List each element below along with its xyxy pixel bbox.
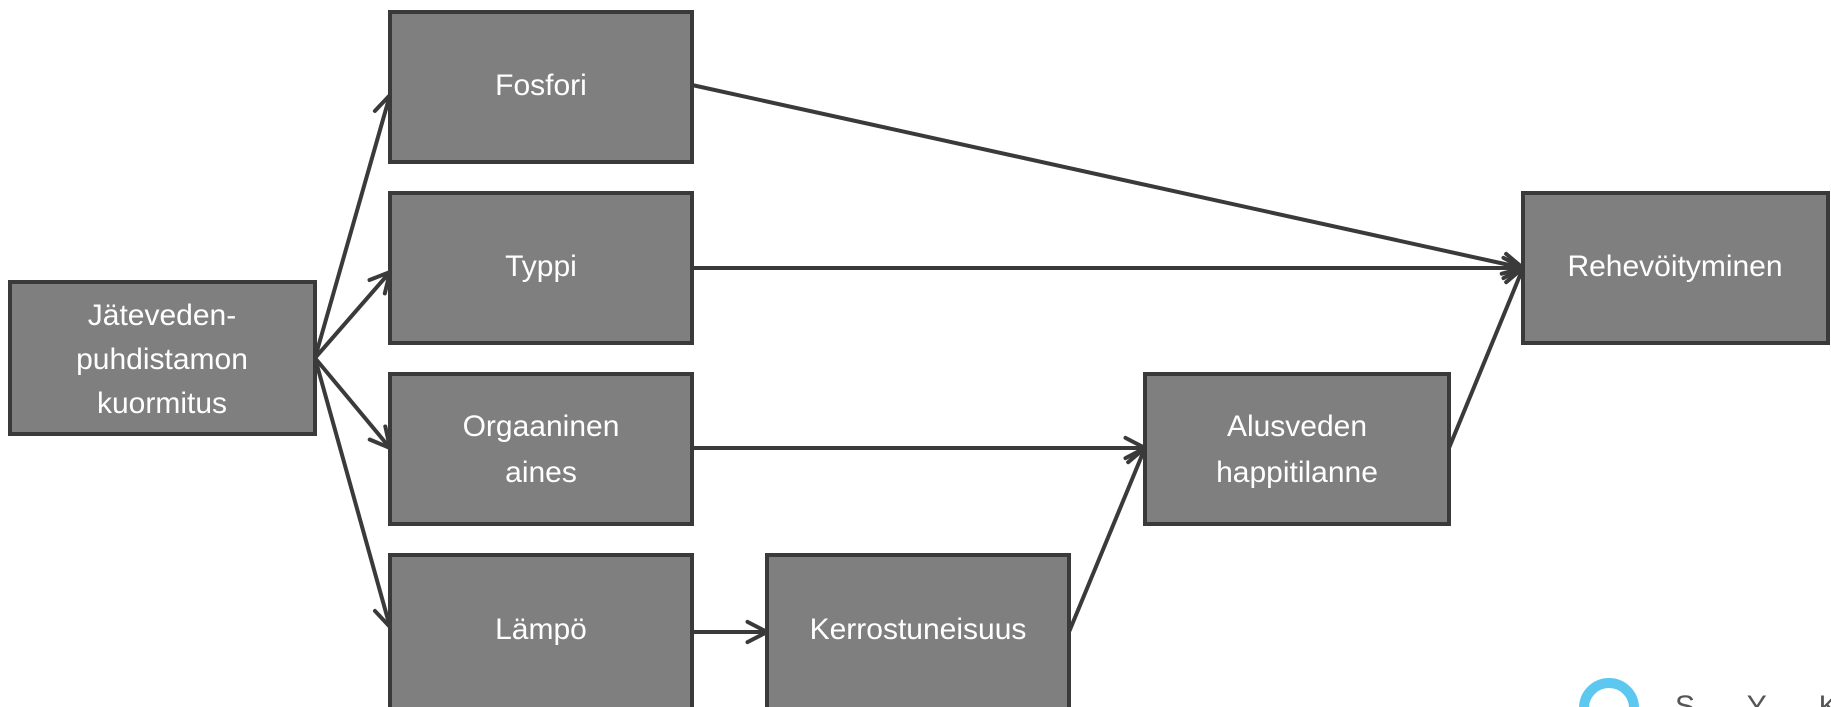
node-label-line: Fosfori	[495, 69, 587, 102]
node-jatevedenpuhdistamon-kuormitus: Jäteveden- puhdistamon kuormitus	[8, 280, 317, 436]
edge-alusveden-to-rehevoityminen	[1447, 267, 1525, 449]
node-lampo: Lämpö	[388, 553, 694, 707]
syke-logo: S Y K E	[1575, 668, 1831, 707]
node-typpi: Typpi	[388, 191, 694, 345]
diagram-edges	[313, 83, 1527, 645]
node-label-line: Alusveden	[1227, 410, 1367, 443]
node-label-line: Typpi	[505, 250, 577, 283]
edge-source-to-orgaaninen	[313, 356, 392, 450]
node-label-line: aines	[505, 456, 577, 489]
node-label-line: Jäteveden-	[88, 299, 236, 332]
edge-kerrostuneisuus-to-alusveden	[1067, 447, 1147, 633]
node-orgaaninen-aines: Orgaaninen aines	[388, 372, 694, 526]
node-label-line: Orgaaninen	[463, 410, 620, 443]
edge-source-to-fosfori	[313, 94, 392, 359]
edge-source-to-typpi	[313, 270, 392, 360]
node-label-line: kuormitus	[97, 387, 227, 420]
node-fosfori: Fosfori	[388, 10, 694, 164]
node-kerrostuneisuus: Kerrostuneisuus	[765, 553, 1071, 707]
node-label-line: happitilanne	[1216, 456, 1378, 489]
node-label-line: Rehevöityminen	[1567, 250, 1782, 283]
logo-ring-icon	[1579, 678, 1639, 707]
node-label-line: Kerrostuneisuus	[810, 613, 1027, 646]
edge-source-to-lampo	[313, 357, 392, 628]
node-label-line: Lämpö	[495, 613, 587, 646]
edge-fosfori-to-rehevoityminen	[691, 83, 1524, 270]
node-label-line: puhdistamon	[76, 343, 248, 376]
node-alusveden-happitilanne: Alusveden happitilanne	[1143, 372, 1451, 526]
node-rehevoityminen: Rehevöityminen	[1521, 191, 1830, 345]
logo-text: S Y K E	[1675, 690, 1831, 707]
